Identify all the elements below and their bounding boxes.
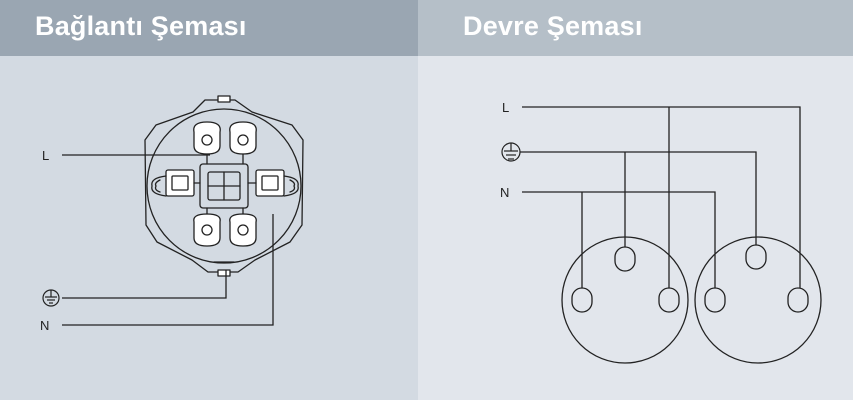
circuit-label-line: L (502, 100, 509, 115)
contact-top-right (229, 121, 257, 155)
circuit-diagram-header: Devre Şeması (418, 0, 853, 56)
circuit-wire-line (522, 106, 801, 288)
wire-earth (62, 270, 227, 299)
circuit-wire-neutral (522, 191, 716, 288)
contact-top-left (193, 121, 221, 155)
connection-diagram-title: Bağlantı Şeması (35, 11, 247, 41)
socket-right-pin-b (787, 287, 809, 313)
connection-diagram-panel: Bağlantı Şeması (0, 0, 418, 400)
socket-left-pin-a (571, 287, 593, 313)
socket-left-earth-pin (614, 246, 636, 272)
connection-diagram-header: Bağlantı Şeması (0, 0, 418, 56)
socket-right-pin-a (704, 287, 726, 313)
ground-symbol-icon (501, 142, 521, 162)
label-line: L (42, 148, 49, 163)
socket-circle-right (694, 236, 822, 364)
circuit-wire-earth (520, 151, 757, 245)
contact-bottom-right (229, 213, 257, 247)
terminal-block-center (199, 163, 249, 209)
socket-left-pin-b (658, 287, 680, 313)
ground-symbol-icon (42, 289, 60, 307)
circuit-diagram-title: Devre Şeması (463, 11, 643, 41)
label-neutral: N (40, 318, 49, 333)
circuit-label-neutral: N (500, 185, 509, 200)
socket-inner-ring (146, 108, 302, 264)
socket-outer-body (144, 99, 304, 273)
socket-right-earth-pin (745, 244, 767, 270)
contact-bottom-left (193, 213, 221, 247)
wire-neutral (62, 214, 274, 326)
earth-clip-left (151, 169, 201, 197)
circuit-diagram-panel: Devre Şeması (418, 0, 853, 400)
earth-clip-right (247, 169, 299, 197)
circuit-diagram-drawing: L N (500, 100, 822, 364)
connection-diagram-drawing: L N (40, 95, 304, 333)
